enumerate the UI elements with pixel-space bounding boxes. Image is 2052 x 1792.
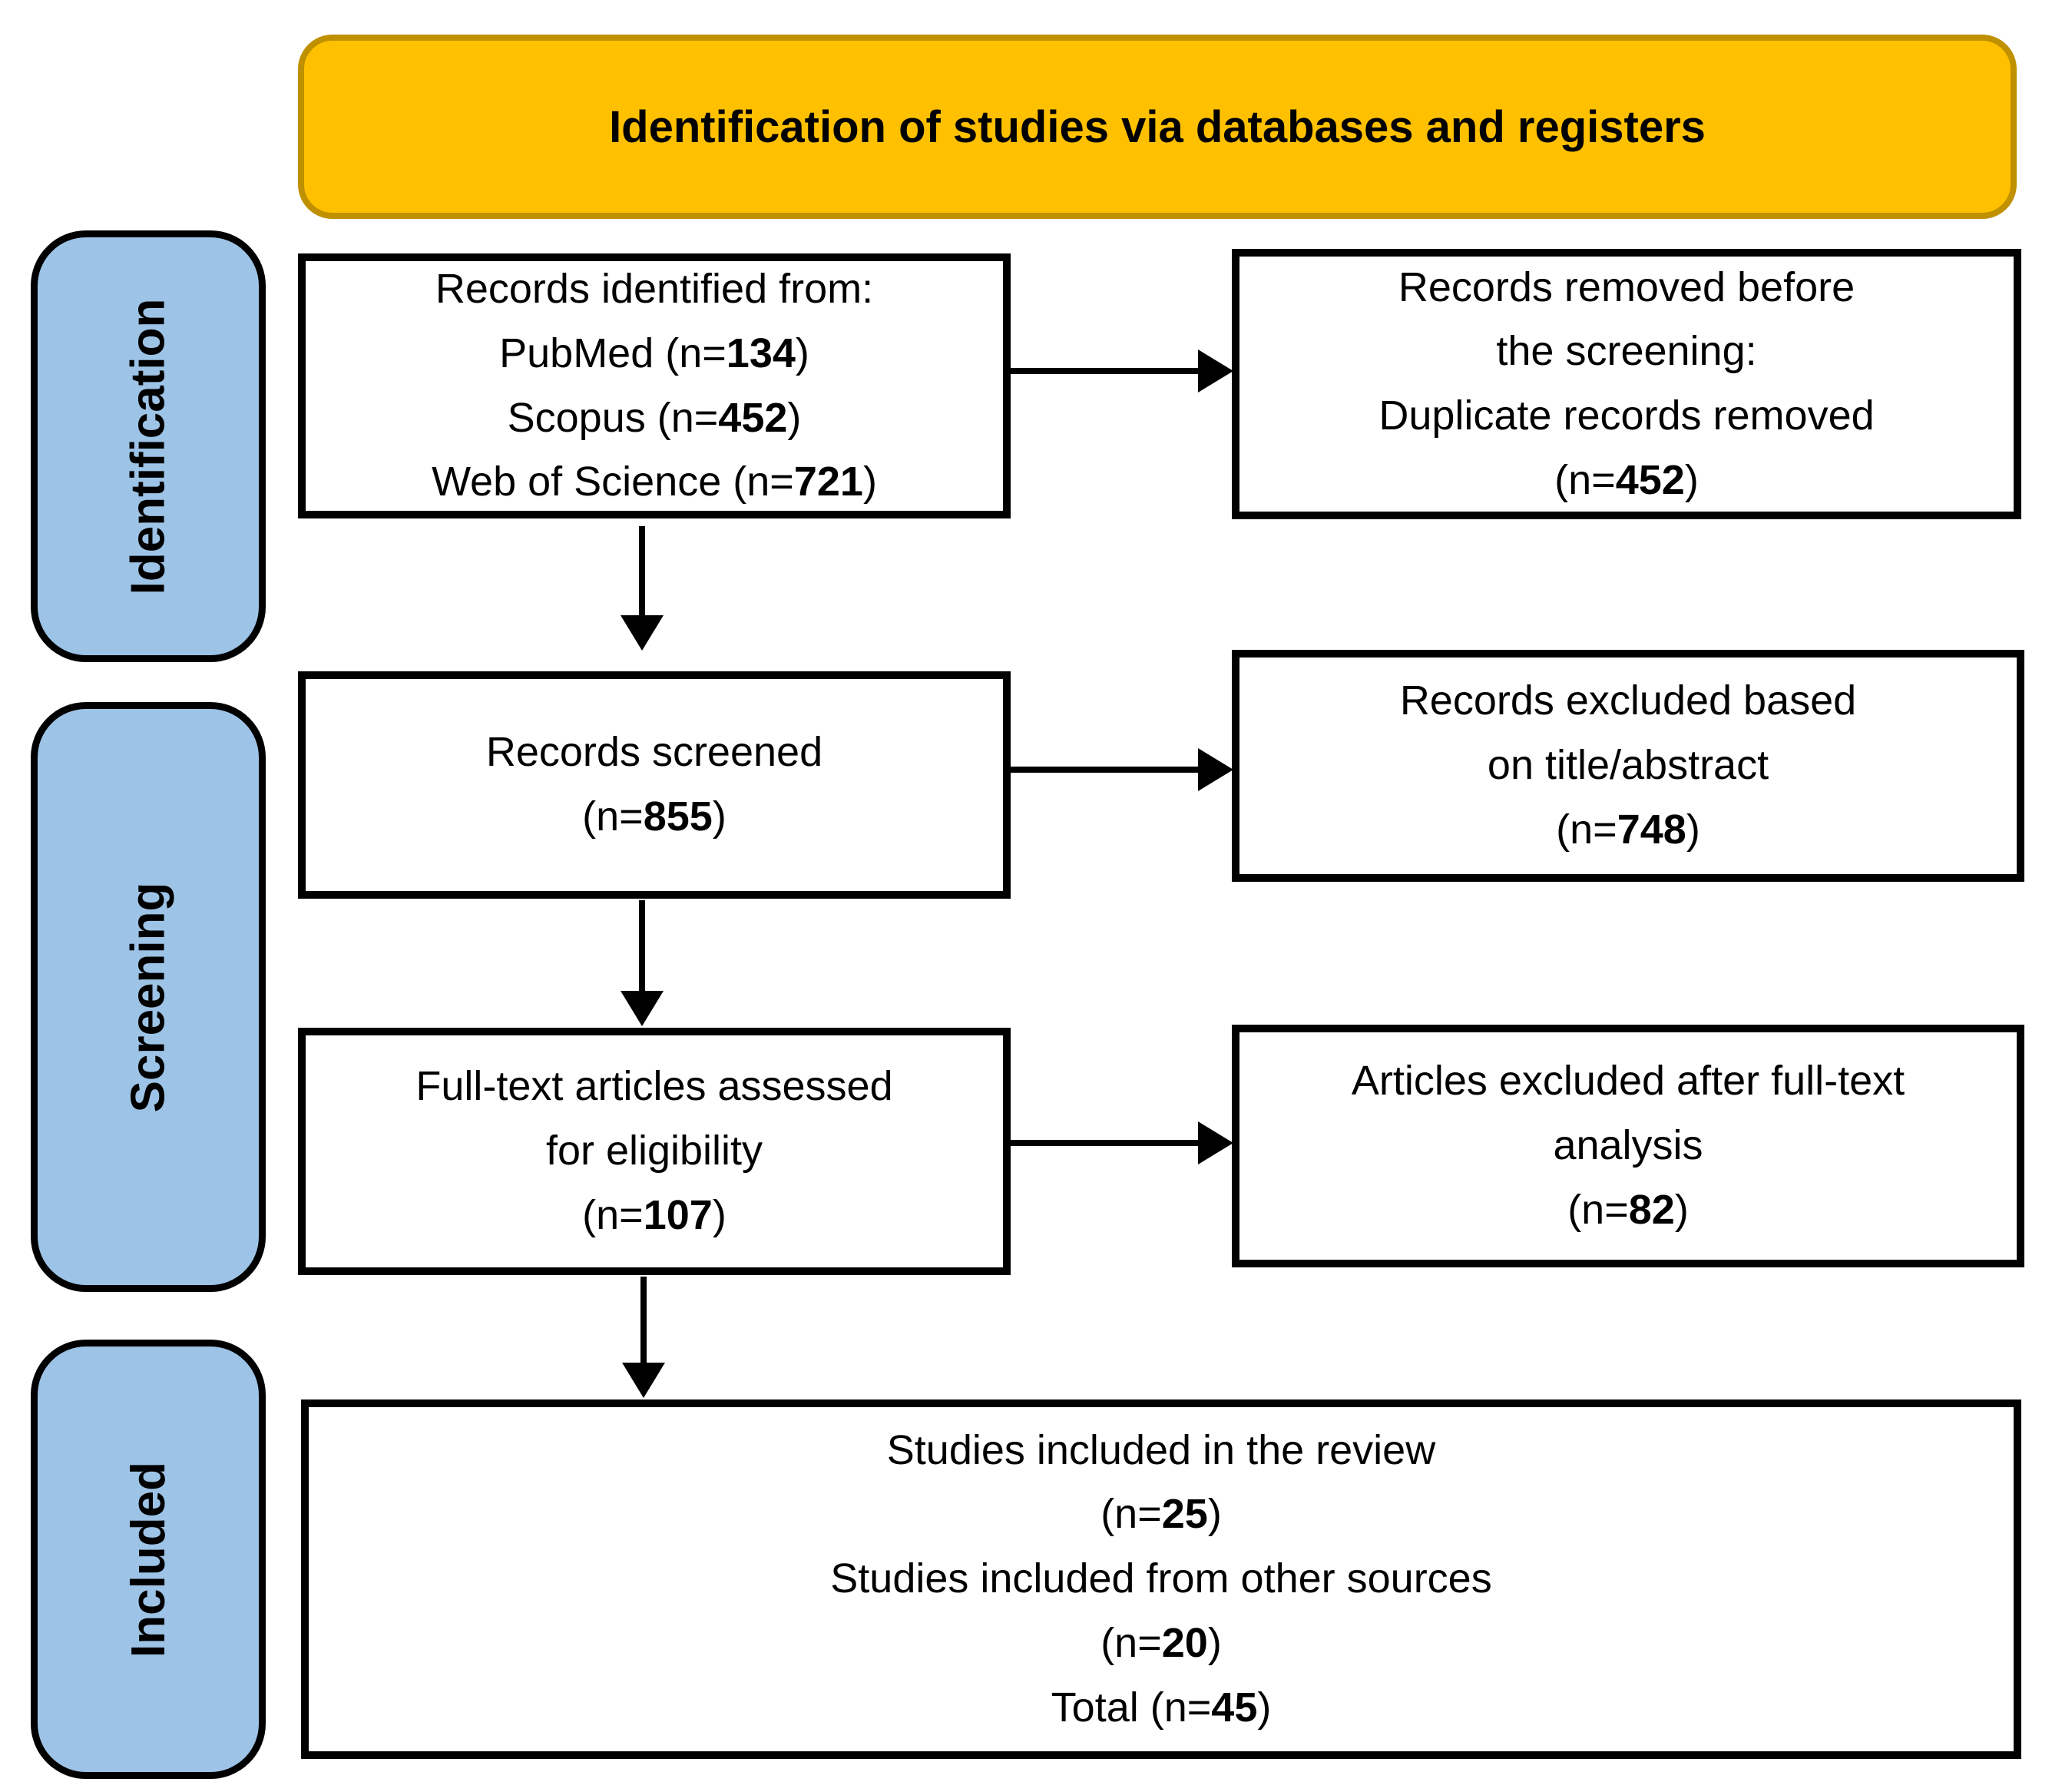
studies-included-count1: (n=25)	[1100, 1482, 1222, 1547]
arrow-identified-to-removed	[1011, 349, 1233, 393]
arrow-head-right-icon	[1198, 1121, 1233, 1164]
source-pubmed-count: 134	[726, 330, 796, 376]
arrow-identified-to-screened	[621, 526, 664, 651]
stage-label-included: Included	[31, 1340, 266, 1779]
records-excluded-box: Records excluded based on title/abstract…	[1232, 650, 2024, 882]
fulltext-assessed-count-suffix: )	[712, 1191, 726, 1238]
arrow-screened-to-excluded	[1011, 748, 1233, 791]
arrow-screened-to-fulltext	[621, 900, 664, 1026]
studies-included-count2-number: 20	[1161, 1619, 1208, 1666]
title-banner: Identification of studies via databases …	[298, 35, 2017, 219]
studies-included-box: Studies included in the review (n=25) St…	[301, 1399, 2021, 1759]
source-scopus-suffix: )	[787, 394, 802, 441]
articles-excluded-line2: analysis	[1553, 1122, 1703, 1169]
studies-included-count2: (n=20)	[1100, 1611, 1222, 1676]
studies-included-count1-prefix: (n=	[1100, 1491, 1162, 1538]
studies-included-total: Total (n=45)	[1051, 1676, 1272, 1741]
studies-included-count2-suffix: )	[1207, 1619, 1222, 1666]
arrow-shaft	[1011, 1140, 1200, 1146]
studies-included-count2-prefix: (n=	[1100, 1619, 1162, 1666]
records-excluded-count-prefix: (n=	[1556, 806, 1617, 853]
records-screened-count: (n=855)	[582, 785, 726, 850]
articles-excluded-count-suffix: )	[1674, 1186, 1689, 1233]
records-removed-line2: the screening:	[1496, 328, 1757, 375]
arrow-head-down-icon	[622, 1363, 665, 1398]
source-pubmed: PubMed (n=134)	[499, 322, 809, 386]
fulltext-assessed-count: (n=107)	[582, 1184, 726, 1248]
records-screened-line1: Records screened	[485, 729, 823, 776]
records-excluded-count: (n=748)	[1556, 798, 1700, 863]
arrow-fulltext-to-excluded	[1011, 1121, 1233, 1164]
records-removed-count-prefix: (n=	[1554, 456, 1616, 503]
stage-label-identification-text: Identification	[121, 298, 175, 595]
articles-excluded-count-number: 82	[1628, 1186, 1675, 1233]
source-pubmed-suffix: )	[795, 330, 809, 376]
arrow-shaft	[639, 900, 645, 994]
arrow-fulltext-to-included	[622, 1277, 665, 1398]
arrow-head-right-icon	[1198, 349, 1233, 393]
records-excluded-count-number: 748	[1617, 806, 1686, 853]
fulltext-assessed-line2: for eligibility	[545, 1128, 763, 1174]
articles-excluded-count-prefix: (n=	[1567, 1186, 1629, 1233]
articles-excluded-line1: Articles excluded after full-text	[1351, 1058, 1905, 1105]
studies-included-total-suffix: )	[1257, 1684, 1272, 1731]
arrow-head-right-icon	[1198, 748, 1233, 791]
studies-included-line2: Studies included from other sources	[830, 1555, 1492, 1602]
records-excluded-line2: on title/abstract	[1487, 742, 1769, 789]
records-screened-count-suffix: )	[712, 793, 726, 840]
fulltext-assessed-count-prefix: (n=	[582, 1191, 644, 1238]
records-removed-count-number: 452	[1615, 456, 1685, 503]
records-removed-line1: Records removed before	[1398, 263, 1855, 310]
records-screened-box: Records screened (n=855)	[298, 671, 1011, 899]
source-wos-suffix: )	[862, 459, 877, 505]
source-scopus: Scopus (n=452)	[508, 386, 802, 451]
records-removed-line3: Duplicate records removed	[1378, 393, 1875, 439]
studies-included-total-number: 45	[1211, 1684, 1258, 1731]
articles-excluded-box: Articles excluded after full-text analys…	[1232, 1025, 2024, 1267]
records-identified-box: Records identified from: PubMed (n=134) …	[298, 253, 1011, 518]
records-excluded-line1: Records excluded based	[1399, 677, 1857, 724]
title-banner-text: Identification of studies via databases …	[609, 101, 1706, 152]
records-screened-count-prefix: (n=	[582, 793, 644, 840]
fulltext-assessed-line1: Full-text articles assessed	[415, 1063, 893, 1110]
records-removed-count-suffix: )	[1684, 456, 1699, 503]
studies-included-line1: Studies included in the review	[886, 1426, 1436, 1473]
source-scopus-count: 452	[718, 394, 788, 441]
source-wos-prefix: Web of Science (n=	[432, 459, 794, 505]
arrow-shaft	[1011, 368, 1200, 374]
arrow-shaft	[639, 526, 645, 618]
records-removed-count: (n=452)	[1554, 449, 1699, 513]
stage-label-screening-text: Screening	[121, 882, 175, 1112]
studies-included-count1-number: 25	[1161, 1491, 1208, 1538]
stage-label-included-text: Included	[121, 1461, 175, 1658]
records-excluded-count-suffix: )	[1686, 806, 1700, 853]
arrow-shaft	[1011, 767, 1200, 773]
source-pubmed-prefix: PubMed (n=	[499, 330, 726, 376]
arrow-shaft	[640, 1277, 647, 1366]
stage-label-screening: Screening	[31, 702, 266, 1292]
studies-included-total-prefix: Total (n=	[1051, 1684, 1212, 1731]
studies-included-count1-suffix: )	[1207, 1491, 1222, 1538]
articles-excluded-count: (n=82)	[1567, 1178, 1689, 1243]
source-web-of-science: Web of Science (n=721)	[432, 450, 877, 515]
stage-label-identification: Identification	[31, 230, 266, 662]
arrow-head-down-icon	[621, 991, 664, 1026]
arrow-head-down-icon	[621, 615, 664, 651]
records-screened-count-number: 855	[643, 793, 713, 840]
fulltext-assessed-count-number: 107	[643, 1191, 713, 1238]
records-identified-heading: Records identified from:	[435, 266, 874, 313]
source-wos-count: 721	[793, 459, 863, 505]
records-removed-box: Records removed before the screening: Du…	[1232, 249, 2021, 519]
fulltext-assessed-box: Full-text articles assessed for eligibil…	[298, 1028, 1011, 1275]
source-scopus-prefix: Scopus (n=	[507, 394, 719, 441]
